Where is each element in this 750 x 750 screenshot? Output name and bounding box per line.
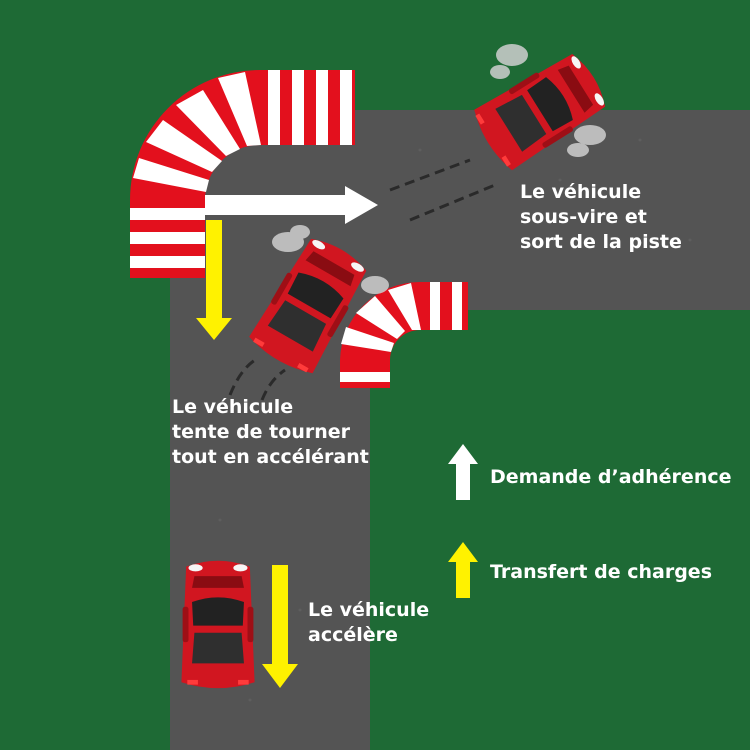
load-transfer-arrow-bottom [262, 565, 298, 688]
label-turning: Le véhicule tente de tourner tout en acc… [172, 395, 369, 470]
label-accelerating-line-2: accélère [308, 624, 398, 646]
label-accelerating: Le véhicule accélère [308, 598, 429, 648]
label-understeer: Le véhicule sous-vire et sort de la pist… [520, 180, 682, 255]
legend-grip-demand-label: Demande d’adhérence [490, 465, 732, 490]
label-understeer-line-2: sous-vire et [520, 206, 647, 228]
grip-demand-arrow [205, 186, 378, 224]
car-accelerating [181, 560, 255, 689]
label-turning-line-2: tente de tourner [172, 421, 350, 443]
white-up-arrow-icon [448, 444, 478, 500]
label-turning-line-1: Le véhicule [172, 396, 294, 418]
legend-load-transfer-text: Transfert de charges [490, 561, 712, 583]
tire-smoke [272, 44, 606, 294]
asphalt-texture [218, 138, 692, 702]
legend-load-transfer-label: Transfert de charges [490, 560, 712, 585]
label-understeer-line-1: Le véhicule [520, 181, 642, 203]
inner-curb [340, 282, 468, 388]
label-understeer-line-3: sort de la piste [520, 231, 682, 253]
label-accelerating-line-1: Le véhicule [308, 599, 430, 621]
skid-marks [228, 158, 496, 401]
load-transfer-arrow-middle [196, 220, 232, 340]
label-turning-line-3: tout en accélérant [172, 446, 369, 468]
legend-grip-demand-text: Demande d’adhérence [490, 466, 732, 488]
yellow-up-arrow-icon [448, 542, 478, 598]
outer-curb [130, 70, 355, 278]
